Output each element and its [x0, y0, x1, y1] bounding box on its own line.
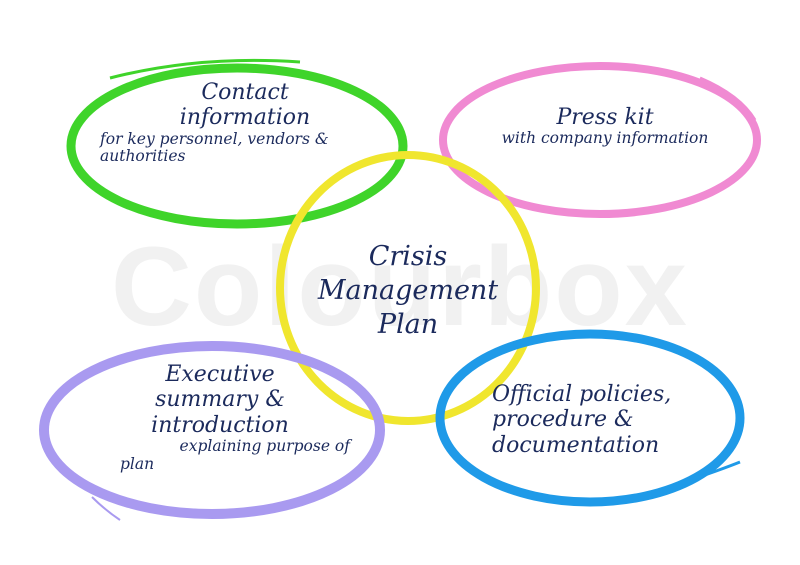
node-contact: Contact information for key personnel, v… — [90, 80, 400, 166]
node-subtitle: authorities — [100, 147, 186, 166]
yellow-ellipse — [276, 151, 540, 425]
node-official-policies: Official policies, procedure & documenta… — [492, 382, 732, 458]
blue-ellipse-tail — [689, 460, 741, 482]
center-line: Crisis — [368, 241, 448, 272]
node-subtitle: plan — [120, 454, 155, 473]
green-ellipse — [66, 63, 408, 229]
blue-ellipse — [435, 329, 745, 507]
node-title: Press kit — [556, 105, 654, 130]
pink-ellipse — [439, 62, 761, 218]
node-subtitle: explaining purpose of — [179, 436, 350, 455]
node-subtitle: for key personnel, vendors & — [100, 129, 329, 148]
node-executive-summary: Executive summary & introduction explain… — [90, 362, 350, 474]
node-title: Contact — [201, 80, 289, 105]
center-line: Management — [317, 274, 499, 306]
node-title: Executive — [165, 362, 275, 387]
purple-ellipse — [39, 341, 385, 519]
watermark: Colourbox — [111, 224, 689, 349]
pink-ellipse-tail — [699, 76, 757, 121]
green-ellipse-tail — [109, 58, 301, 80]
node-title: summary & — [155, 387, 285, 413]
center-line: Plan — [377, 308, 439, 340]
purple-ellipse-tail — [91, 496, 121, 521]
node-title: procedure & — [492, 407, 634, 433]
center-title: Crisis Management Plan — [298, 240, 518, 341]
node-title: information — [179, 105, 311, 131]
node-title: documentation — [492, 432, 660, 458]
node-title: introduction — [151, 412, 289, 438]
node-title: Official policies, — [492, 382, 672, 407]
node-subtitle: with company information — [501, 129, 709, 148]
node-press-kit: Press kit with company information — [455, 105, 755, 148]
